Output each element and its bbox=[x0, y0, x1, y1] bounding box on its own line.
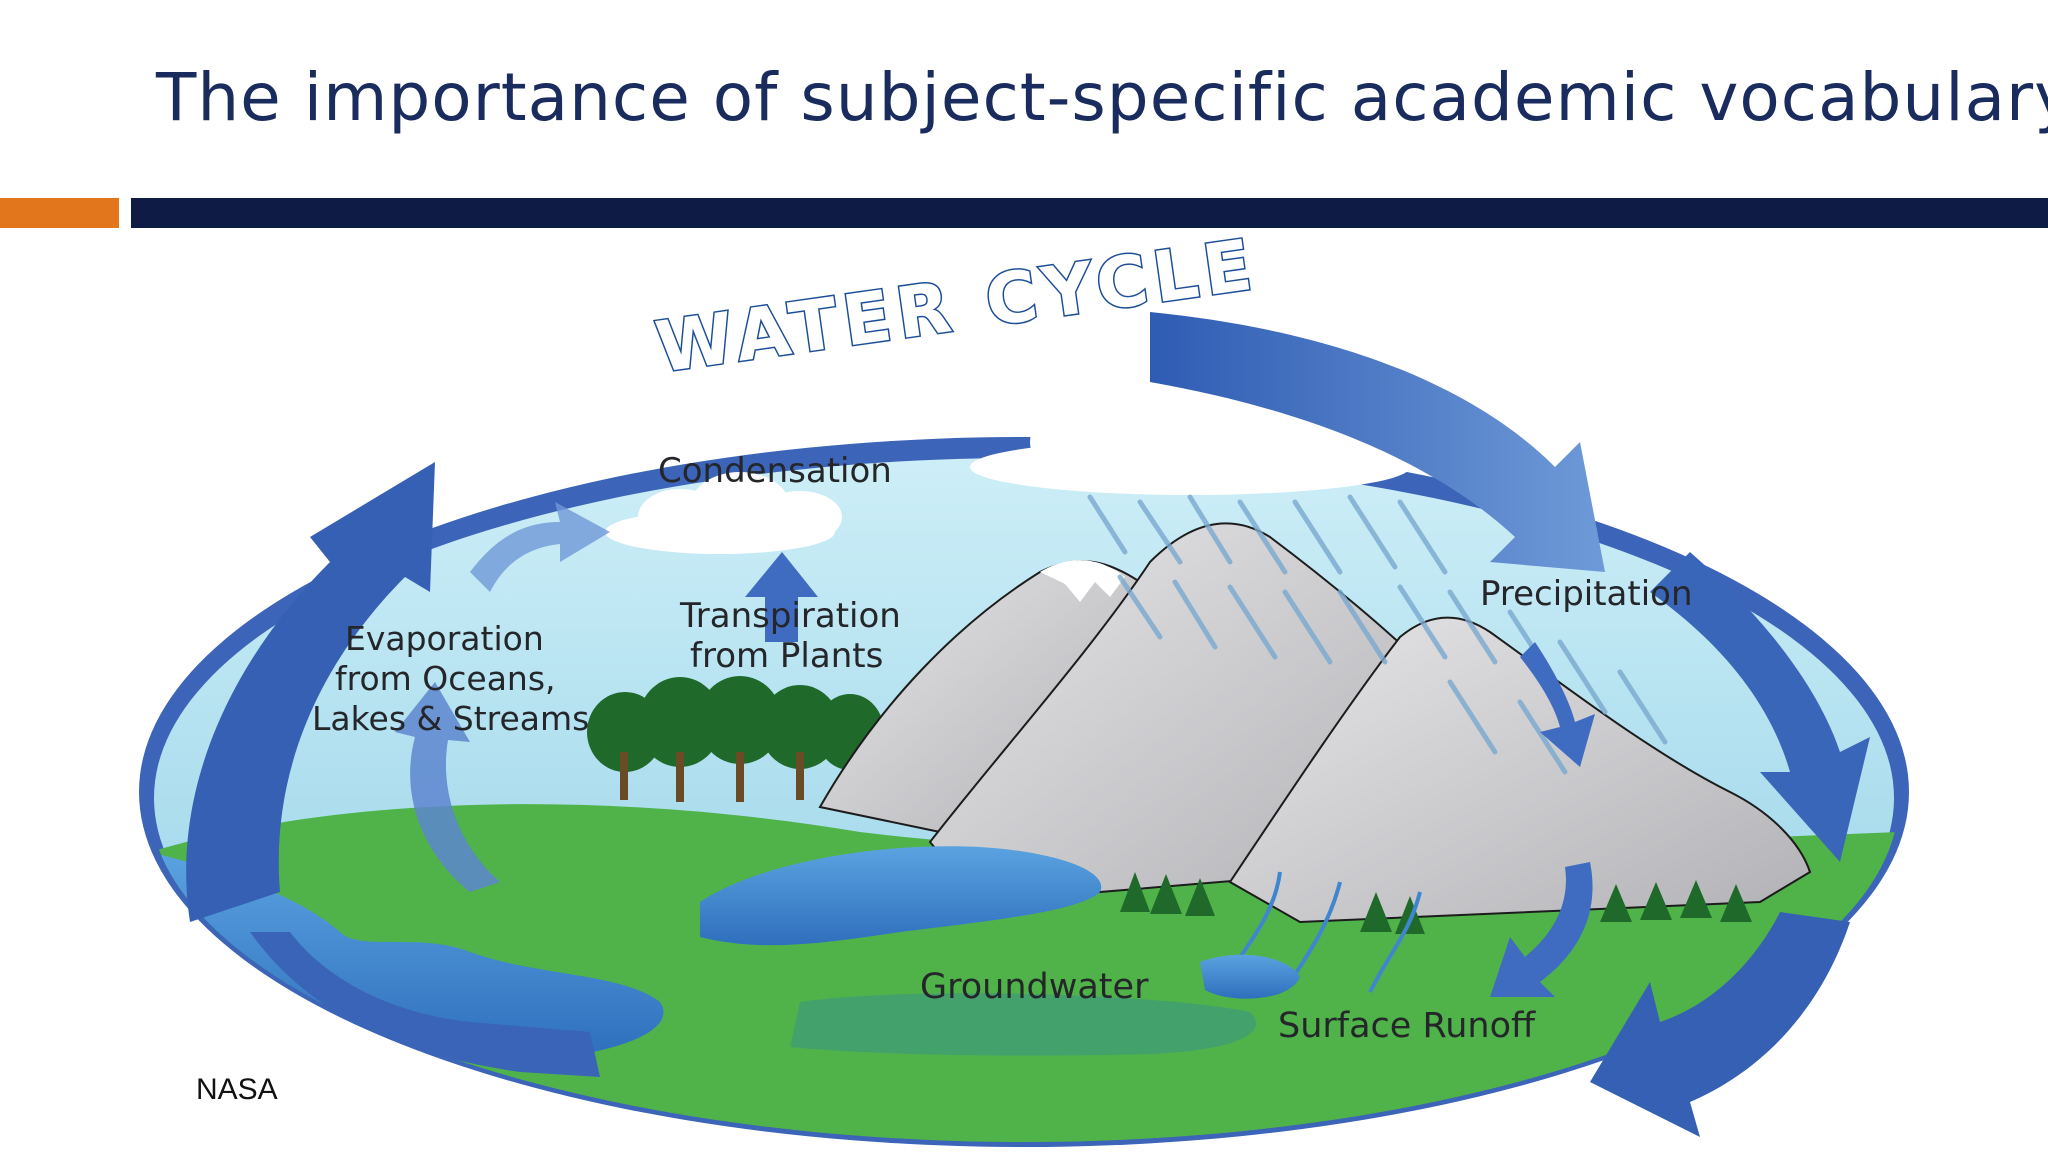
runoff-pond bbox=[1200, 954, 1300, 999]
forest-left bbox=[587, 676, 884, 802]
cycle-arrow-left bbox=[186, 462, 435, 922]
cycle-arrow-right bbox=[1650, 552, 1870, 862]
label-evaporation-1: Evaporation bbox=[345, 619, 544, 658]
evaporation-arrow bbox=[395, 682, 500, 892]
cloud-condensation bbox=[605, 472, 842, 554]
transpiration-arrow bbox=[745, 552, 818, 642]
forest-right bbox=[1120, 872, 1752, 934]
slide-title: The importance of subject-specific acade… bbox=[156, 59, 2048, 136]
label-precipitation: Precipitation bbox=[1480, 574, 1693, 614]
groundwater-layer bbox=[790, 993, 1256, 1056]
cycle-arrow-bottom-right bbox=[1590, 912, 1850, 1137]
cycle-arrow-top-right bbox=[1150, 312, 1605, 572]
cloud-rain bbox=[970, 377, 1410, 495]
orange-accent-bar bbox=[0, 198, 119, 228]
navy-rule-bar bbox=[131, 198, 2048, 228]
cycle-arrow-bottom-left bbox=[250, 932, 600, 1077]
label-surface-runoff: Surface Runoff bbox=[1278, 1006, 1536, 1046]
label-evaporation-2: from Oceans, bbox=[335, 659, 556, 698]
snow-cap bbox=[1040, 560, 1125, 602]
mountain-lake bbox=[700, 846, 1102, 946]
image-credit: NASA bbox=[196, 1073, 278, 1106]
label-transpiration-1: Transpiration bbox=[679, 596, 901, 636]
mountain-left bbox=[818, 560, 1142, 834]
label-transpiration-2: from Plants bbox=[690, 636, 883, 676]
runoff-arrow bbox=[1490, 862, 1593, 997]
label-groundwater: Groundwater bbox=[920, 967, 1149, 1007]
label-condensation: Condensation bbox=[658, 451, 892, 491]
label-evaporation-3: Lakes & Streams bbox=[312, 699, 589, 738]
water-cycle-diagram: WATER CYCLE Condensation Transpiration f… bbox=[139, 232, 1909, 1147]
precipitation-arrow bbox=[1520, 642, 1595, 767]
evaporation-arc-arrow bbox=[470, 502, 610, 592]
mountain-right bbox=[1228, 616, 1812, 924]
